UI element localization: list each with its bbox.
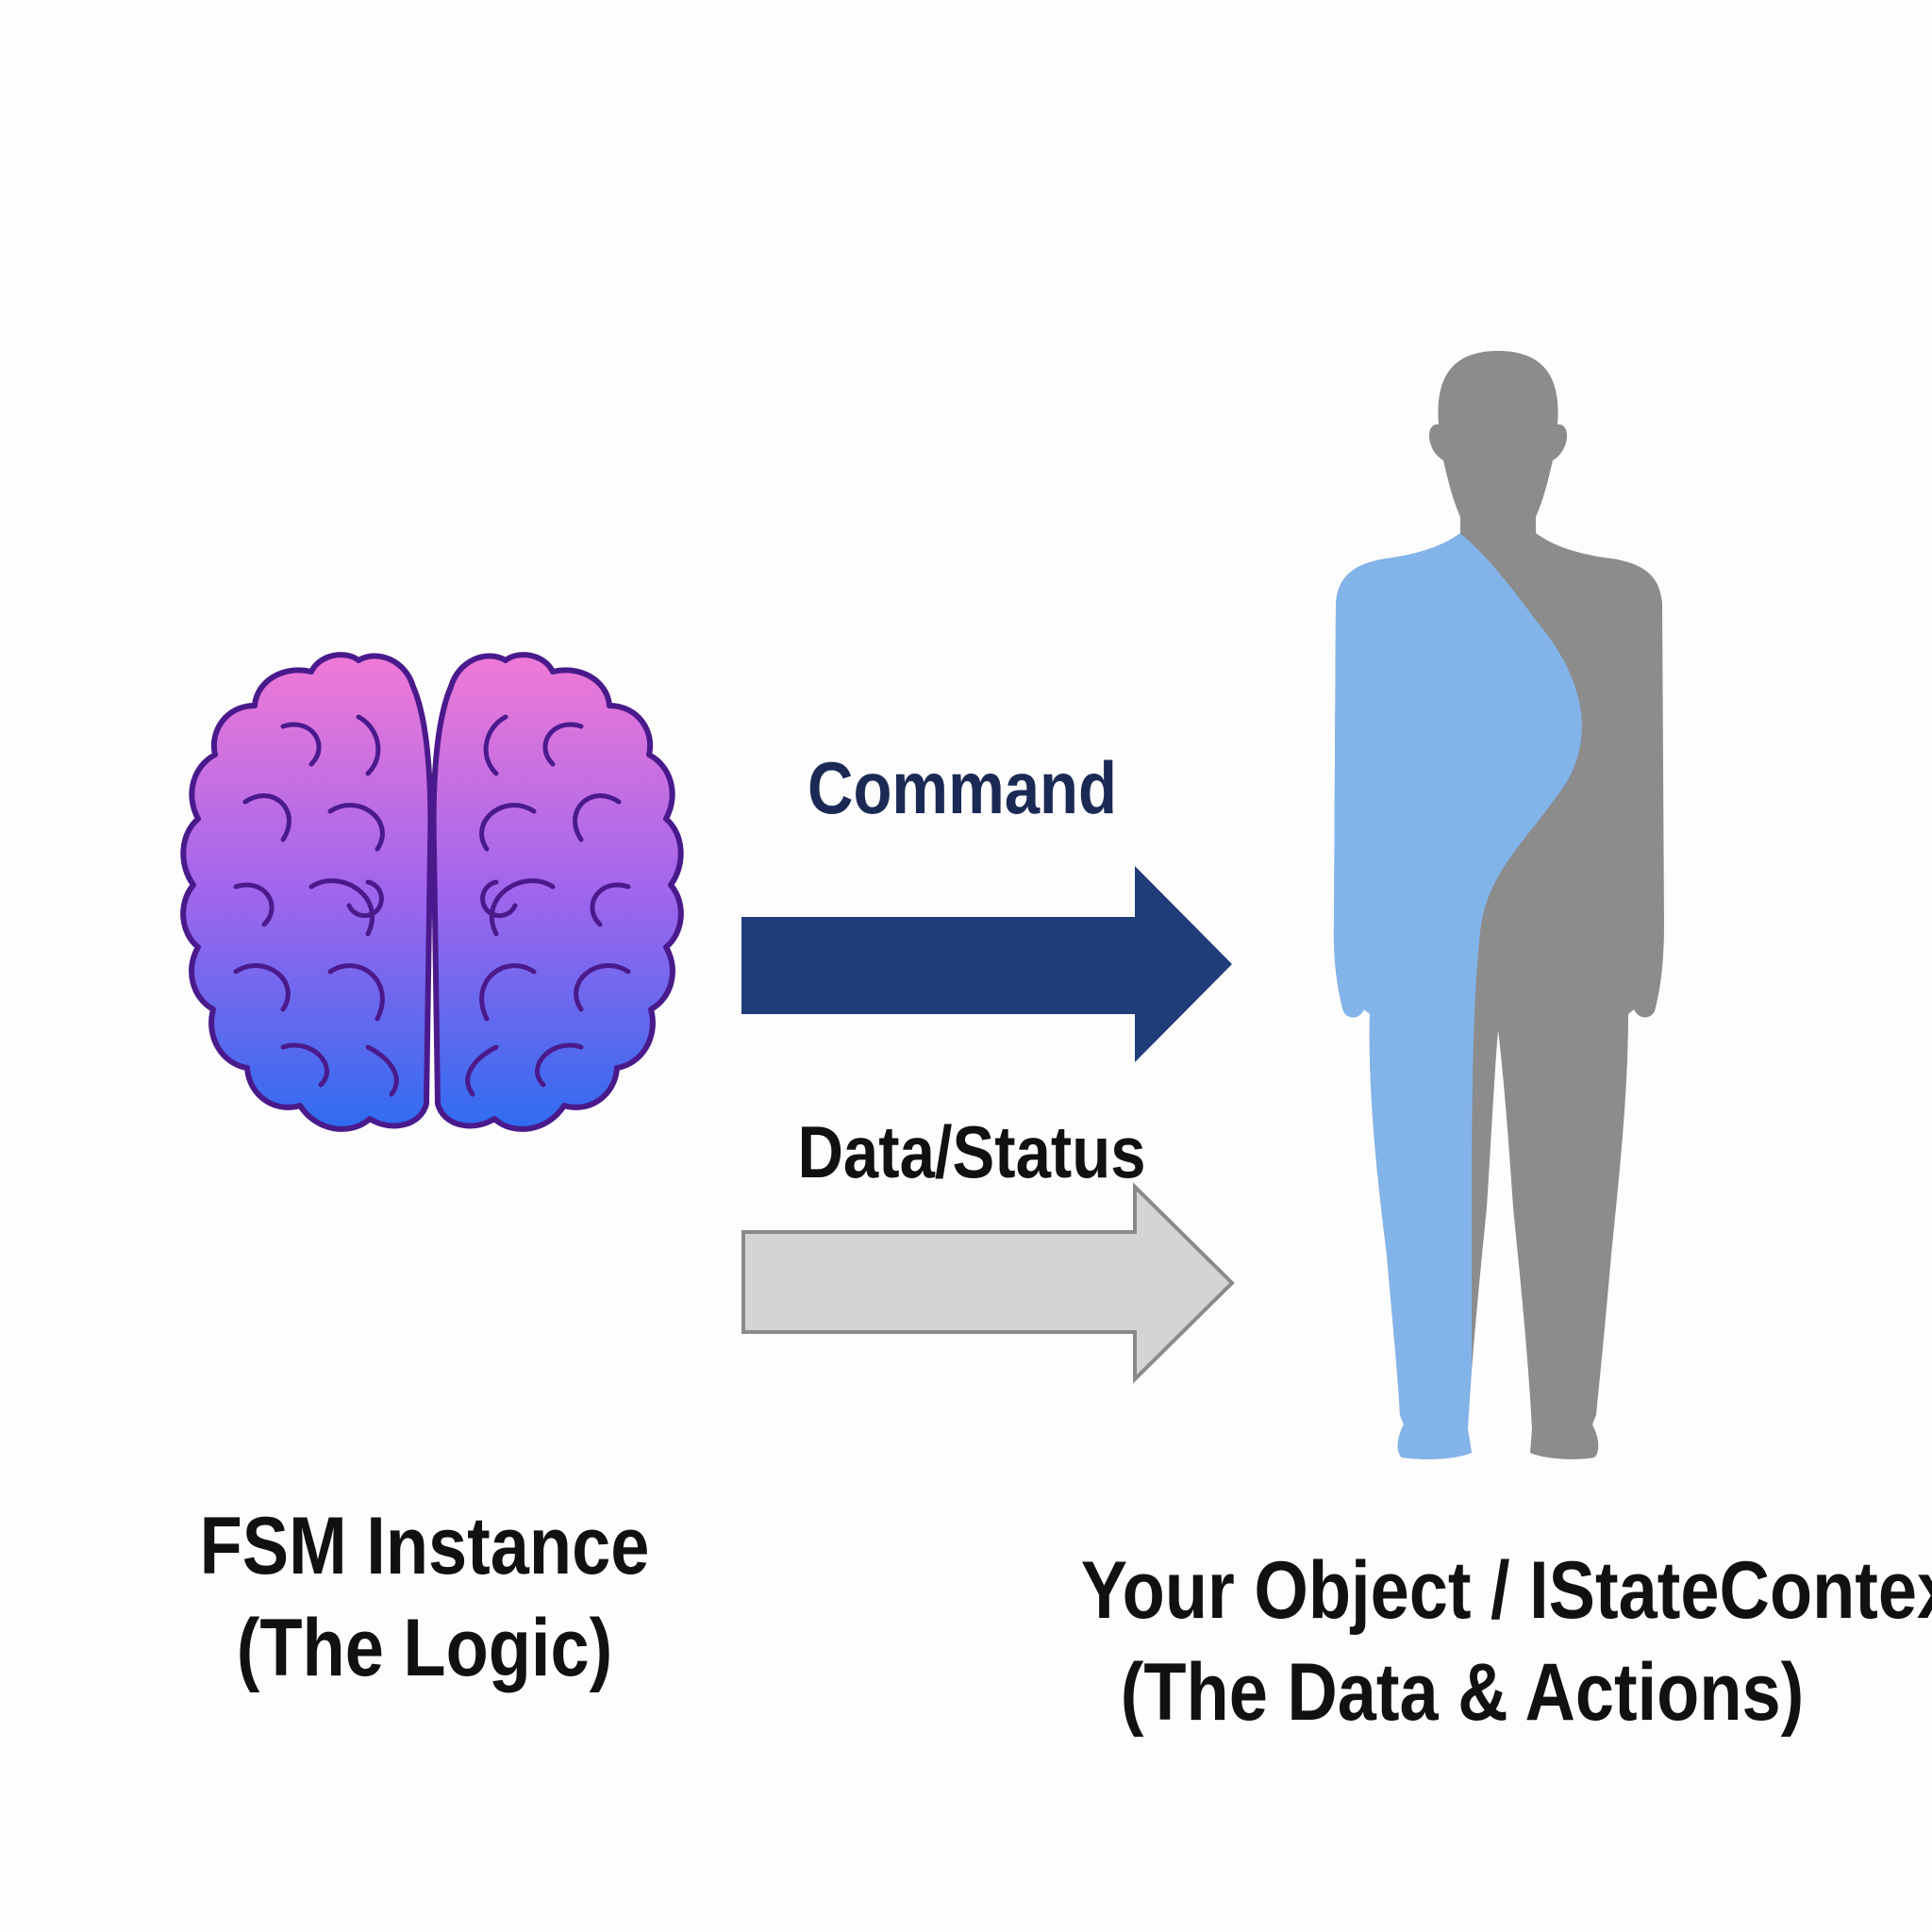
brain-right-hemisphere bbox=[430, 652, 684, 1132]
state-context-subtitle: (The Data & Actions) bbox=[1120, 1647, 1805, 1739]
fsm-instance-subtitle: (The Logic) bbox=[236, 1603, 613, 1694]
data-status-arrow-label: Data/Status bbox=[797, 1110, 1146, 1193]
command-arrow-label: Command bbox=[808, 746, 1117, 829]
fsm-instance-title: FSM Instance bbox=[199, 1501, 650, 1591]
command-arrow bbox=[741, 866, 1232, 1062]
state-context-label: Your Object / IStateContext (The Data & … bbox=[1080, 1540, 1932, 1744]
brain-icon bbox=[180, 652, 684, 1132]
person-silhouette-icon bbox=[1333, 351, 1664, 1459]
fsm-instance-label: FSM Instance (The Logic) bbox=[141, 1495, 708, 1700]
brain-left-hemisphere bbox=[180, 652, 434, 1132]
data-status-arrow bbox=[741, 1182, 1235, 1384]
state-context-title: Your Object / IStateContext bbox=[1080, 1545, 1932, 1636]
